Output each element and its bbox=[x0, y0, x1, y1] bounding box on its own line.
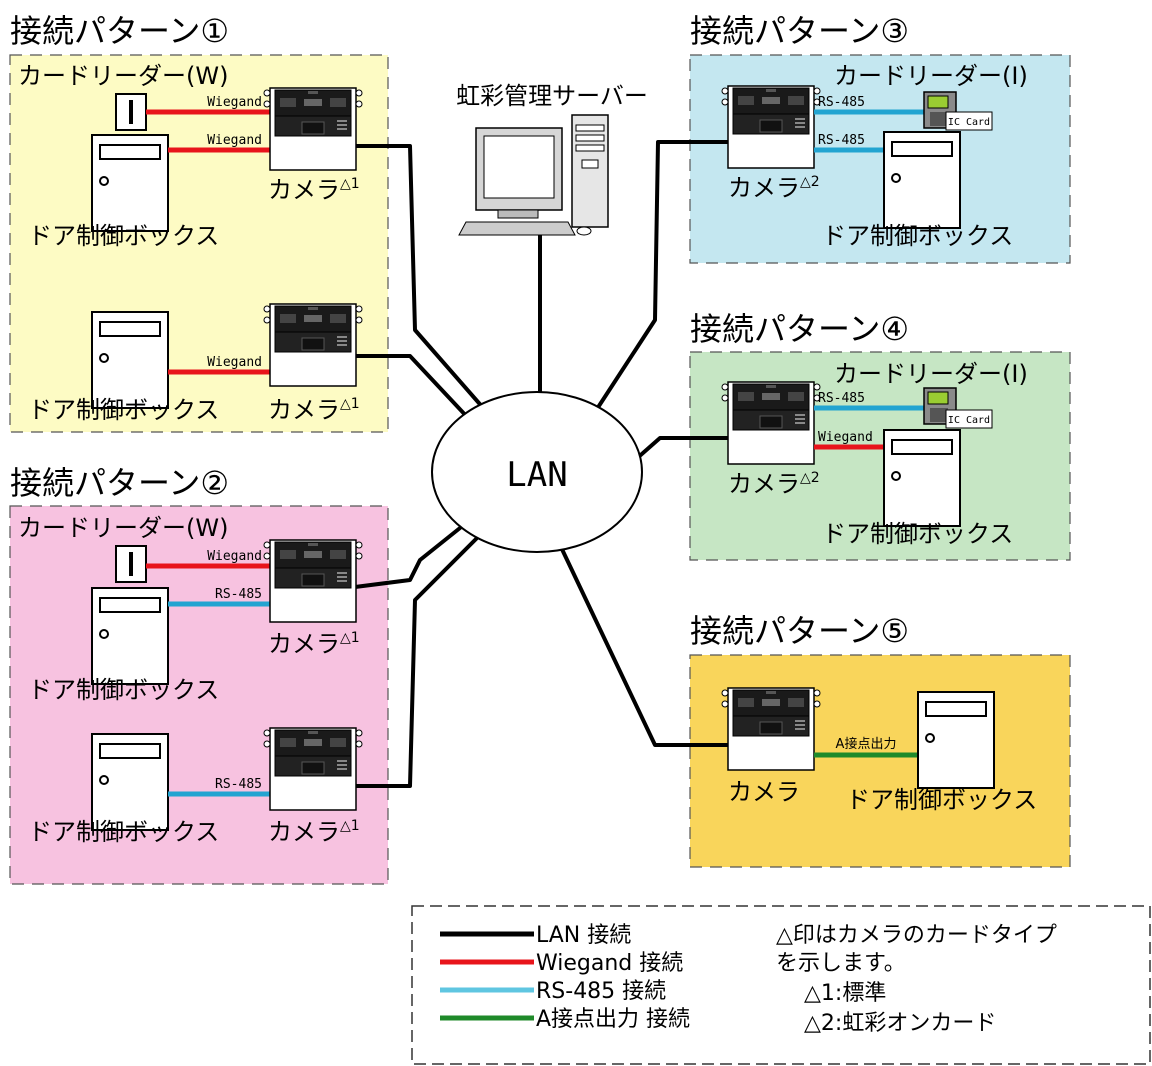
camera-mark: △2 bbox=[800, 174, 820, 190]
door-control-box-icon bbox=[91, 311, 169, 409]
p2-door-box-label-2: ドア制御ボックス bbox=[28, 818, 219, 846]
camera-mark: △1 bbox=[340, 630, 360, 646]
p1-door-box-label-2: ドア制御ボックス bbox=[28, 396, 219, 424]
camera-mark: △1 bbox=[340, 818, 360, 834]
door-control-box-icon bbox=[883, 131, 961, 229]
lan-line-p5 bbox=[558, 544, 728, 747]
p4-rs485-label: RS-485 bbox=[818, 391, 865, 406]
pattern5-title: 接続パターン⑤ bbox=[690, 612, 909, 650]
lan-line-p2-cam1 bbox=[354, 518, 472, 589]
lan-cloud bbox=[431, 391, 643, 553]
legend-note-item2: △2:虹彩オンカード bbox=[804, 1011, 996, 1036]
p5-contact-label: A接点出力 bbox=[836, 736, 897, 752]
p2-door-box-label-1: ドア制御ボックス bbox=[28, 676, 219, 704]
legend-note-item1: △1:標準 bbox=[804, 981, 886, 1006]
p3-camera-label: カメラ△2 bbox=[728, 174, 820, 202]
camera-text: カメラ bbox=[728, 174, 800, 202]
legend-box bbox=[411, 905, 1151, 1065]
lan-line-p4 bbox=[633, 436, 728, 462]
iris-camera-icon bbox=[721, 381, 821, 465]
legend-label-contact: A接点出力 接続 bbox=[536, 1007, 690, 1032]
p1-card-reader-label: カードリーダー(W) bbox=[18, 62, 228, 90]
door-control-box-icon bbox=[91, 587, 169, 685]
legend-label-rs485: RS-485 接続 bbox=[536, 979, 666, 1004]
iris-camera-icon bbox=[721, 687, 821, 771]
card-reader-icon bbox=[115, 93, 147, 131]
camera-text: カメラ bbox=[268, 176, 340, 204]
legend-label-lan: LAN 接続 bbox=[536, 923, 631, 948]
camera-text: カメラ bbox=[268, 630, 340, 658]
legend-note-line1: △印はカメラのカードタイプ bbox=[776, 923, 1057, 948]
p1-camera-label-2: カメラ△1 bbox=[268, 396, 360, 424]
door-control-box-icon bbox=[883, 429, 961, 527]
p2-rs485-label-1: RS-485 bbox=[215, 587, 262, 602]
p2-rs485-label-2: RS-485 bbox=[215, 777, 262, 792]
p4-door-box-label: ドア制御ボックス bbox=[822, 520, 1013, 548]
pattern1-title: 接続パターン① bbox=[10, 12, 229, 50]
iris-camera-icon bbox=[721, 85, 821, 169]
camera-text: カメラ bbox=[268, 396, 340, 424]
iris-camera-icon bbox=[263, 539, 363, 623]
pattern4-title: 接続パターン④ bbox=[690, 310, 909, 348]
door-control-box-icon bbox=[91, 733, 169, 831]
p1-camera-label-1: カメラ△1 bbox=[268, 176, 360, 204]
camera-text: カメラ bbox=[728, 470, 800, 498]
legend-items: LAN 接続 Wiegand 接続 RS-485 接続 A接点出力 接続 bbox=[440, 923, 690, 1032]
pattern2-title: 接続パターン② bbox=[10, 464, 229, 502]
iris-camera-icon bbox=[263, 727, 363, 811]
p3-ic-card-label: IC Card bbox=[948, 117, 990, 128]
p5-door-box-label: ドア制御ボックス bbox=[846, 786, 1037, 814]
pattern3-title: 接続パターン③ bbox=[690, 12, 909, 50]
server-pc-icon bbox=[458, 114, 609, 236]
server-label: 虹彩管理サーバー bbox=[456, 82, 648, 110]
door-control-box-icon bbox=[917, 691, 995, 789]
lan-label: LAN bbox=[506, 455, 567, 495]
p4-camera-label: カメラ△2 bbox=[728, 470, 820, 498]
camera-mark: △2 bbox=[800, 470, 820, 486]
lan-line-p3 bbox=[593, 140, 728, 414]
p3-door-box-label: ドア制御ボックス bbox=[822, 222, 1013, 250]
camera-text: カメラ bbox=[268, 818, 340, 846]
p4-card-reader-label: カードリーダー(I) bbox=[834, 360, 1028, 388]
p1-wiegand-label-2: Wiegand bbox=[207, 133, 262, 148]
p3-ic-card bbox=[945, 111, 993, 131]
legend-label-wiegand: Wiegand 接続 bbox=[536, 951, 683, 976]
p4-wiegand-label: Wiegand bbox=[818, 430, 873, 445]
iris-camera-icon bbox=[263, 303, 363, 387]
p3-rs485-label-2: RS-485 bbox=[818, 133, 865, 148]
p2-wiegand-label: Wiegand bbox=[207, 549, 262, 564]
p4-ic-card-label: IC Card bbox=[948, 415, 990, 426]
lan-line-p1-cam1 bbox=[355, 144, 487, 412]
card-reader-icon bbox=[115, 545, 147, 583]
p2-camera-label-1: カメラ△1 bbox=[268, 630, 360, 658]
lan-line-p1-cam2 bbox=[355, 354, 472, 422]
door-control-box-icon bbox=[91, 134, 169, 232]
p1-door-box-label-1: ドア制御ボックス bbox=[28, 222, 219, 250]
p2-camera-label-2: カメラ△1 bbox=[268, 818, 360, 846]
lan-line-p2-cam2 bbox=[355, 533, 482, 788]
camera-mark: △1 bbox=[340, 396, 360, 412]
p1-wiegand-label-1: Wiegand bbox=[207, 95, 262, 110]
legend-note-line2: を示します。 bbox=[776, 951, 906, 976]
p3-rs485-label-1: RS-485 bbox=[818, 95, 865, 110]
p3-card-reader-label: カードリーダー(I) bbox=[834, 62, 1028, 90]
p5-camera-label: カメラ bbox=[728, 778, 800, 806]
p1-wiegand-label-3: Wiegand bbox=[207, 355, 262, 370]
iris-camera-icon bbox=[263, 87, 363, 171]
p2-card-reader-label: カードリーダー(W) bbox=[18, 514, 228, 542]
p4-ic-card bbox=[945, 409, 993, 429]
camera-mark: △1 bbox=[340, 176, 360, 192]
lan-wiring bbox=[354, 140, 728, 788]
